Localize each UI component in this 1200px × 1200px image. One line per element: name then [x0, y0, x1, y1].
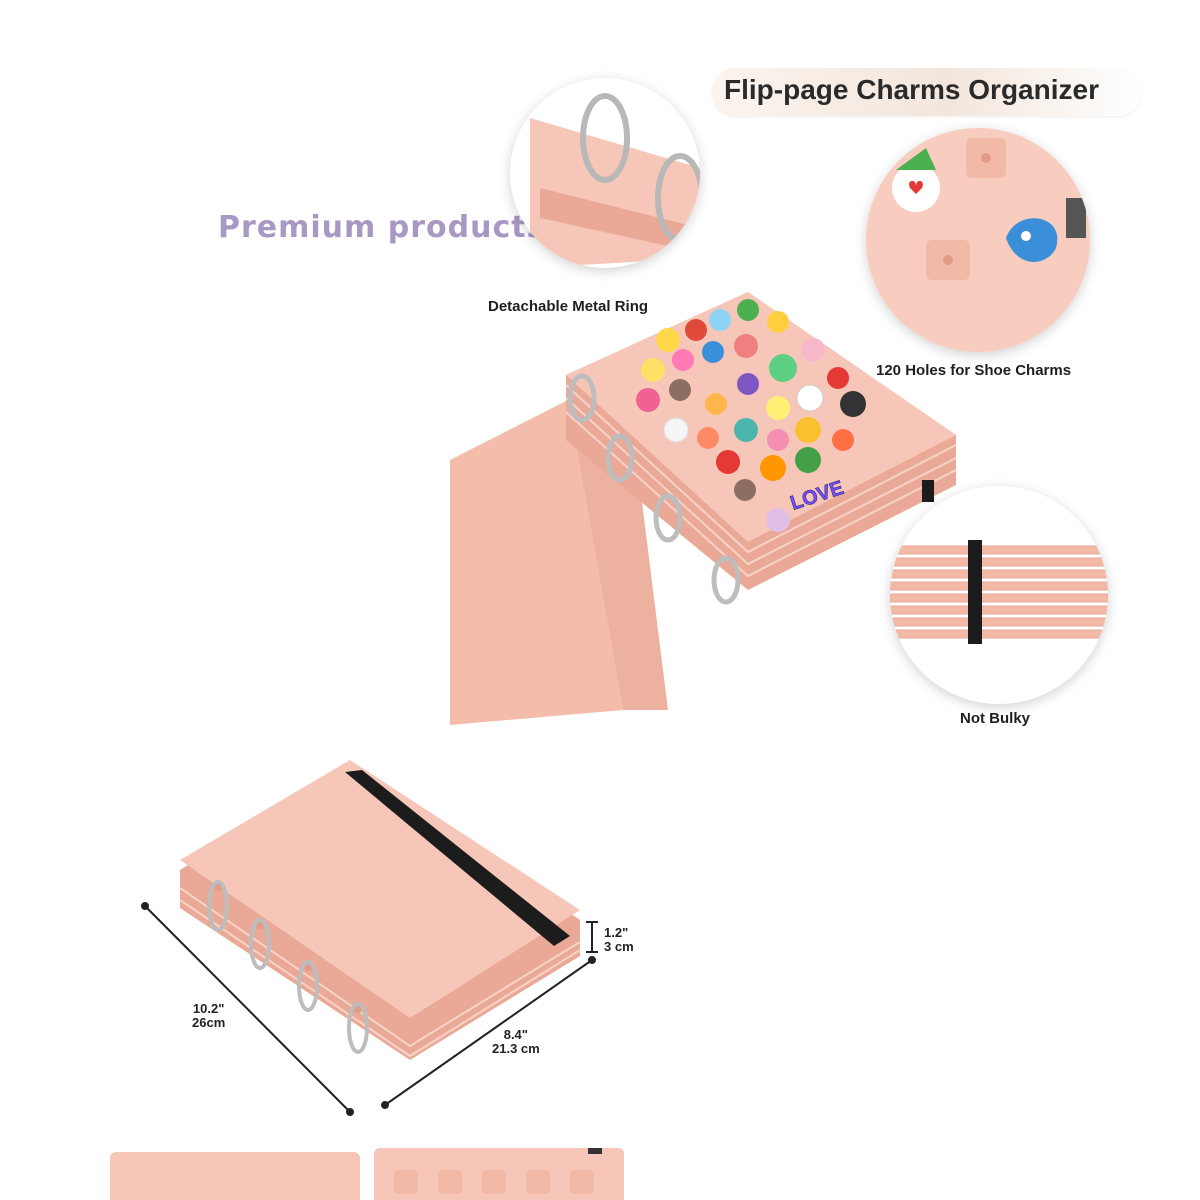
closed-binder-illustration [141, 760, 598, 1116]
height-cm: 3 cm [604, 939, 634, 954]
open-binder-illustration: LOVE [450, 292, 957, 725]
length-cm: 26cm [192, 1015, 226, 1030]
height-inches: 1.2" [604, 925, 629, 940]
width-cm: 21.3 cm [492, 1041, 540, 1056]
binder-rings [567, 373, 741, 605]
title-pill [712, 68, 1142, 116]
binder-rings-closed [207, 880, 369, 1054]
width-dimension-label: 8.4" 21.3 cm [492, 1028, 540, 1056]
length-dimension-label: 10.2" 26cm [192, 1002, 225, 1030]
product-title: Flip-page Charms Organizer [724, 74, 1099, 105]
length-inches: 10.2" [192, 1001, 225, 1016]
premium-products-banner: Premium products [218, 210, 546, 245]
binder-pages-preview [110, 1148, 624, 1200]
callout-not-bulky: Not Bulky [960, 710, 1031, 727]
detail-circle-holes [866, 128, 1090, 352]
left-cover [450, 400, 623, 725]
callout-holes: 120 Holes for Shoe Charms [876, 362, 1072, 379]
callout-metal-ring: Detachable Metal Ring [488, 298, 649, 315]
detail-circle-metal-ring [510, 78, 700, 268]
charms-cluster [636, 299, 866, 532]
elastic-band [922, 480, 934, 502]
elastic-band-closeup [968, 540, 982, 644]
elastic-band-closed [345, 770, 570, 946]
height-dimension-label: 1.2" 3 cm [604, 926, 634, 954]
width-inches: 8.4" [503, 1027, 528, 1042]
detail-circle-not-bulky [890, 486, 1108, 704]
